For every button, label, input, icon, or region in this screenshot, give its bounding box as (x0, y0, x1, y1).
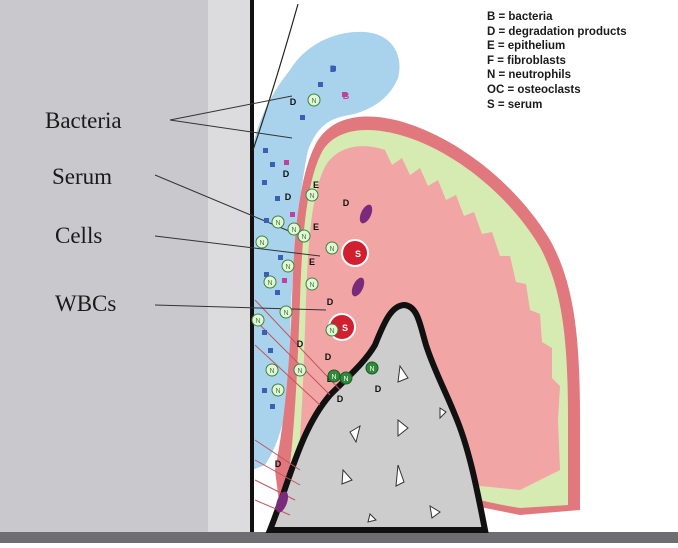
marker-e: E (309, 257, 315, 267)
svg-text:N: N (269, 368, 274, 375)
svg-text:N: N (309, 193, 314, 200)
label-cells: Cells (55, 223, 102, 249)
legend-item: B = bacteria (487, 10, 627, 25)
neutrophil: N (308, 94, 320, 106)
marker-b: B (343, 91, 350, 101)
neutrophil: N (272, 384, 284, 396)
bacteria-dot (270, 162, 275, 167)
neutrophil: N (272, 216, 284, 228)
svg-text:N: N (369, 366, 374, 373)
svg-text:N: N (267, 280, 272, 287)
legend-item: F = fibroblasts (487, 54, 627, 69)
neutrophil: N (266, 364, 278, 376)
marker-e: E (313, 222, 319, 232)
marker-d: D (275, 459, 282, 469)
bacteria-dot (262, 388, 267, 393)
marker-d: D (290, 97, 297, 107)
bacteria-dot (278, 255, 283, 260)
neutrophil: N (366, 362, 378, 374)
svg-text:N: N (297, 368, 302, 375)
svg-text:N: N (311, 98, 316, 105)
marker-d: D (327, 297, 334, 307)
svg-text:N: N (285, 264, 290, 271)
neutrophil: N (280, 306, 292, 318)
marker-d: D (297, 339, 304, 349)
legend-item: D = degradation products (487, 25, 627, 40)
tooth-panel (0, 0, 208, 543)
neutrophil: N (306, 278, 318, 290)
svg-text:N: N (283, 310, 288, 317)
neutrophil: N (256, 236, 268, 248)
bacteria-dot (275, 290, 280, 295)
neutrophil: N (252, 314, 264, 326)
neutrophil: N (306, 189, 318, 201)
legend-item: N = neutrophils (487, 68, 627, 83)
neutrophil: N (326, 324, 338, 336)
marker-b: B (330, 64, 337, 74)
bacteria-dot (262, 330, 267, 335)
neutrophil: N (294, 364, 306, 376)
marker-d: D (337, 394, 344, 404)
marker-d: D (343, 198, 350, 208)
neutrophil: N (326, 242, 338, 254)
bacteria-dot (262, 180, 267, 185)
svg-text:N: N (329, 328, 334, 335)
marker-d: D (283, 169, 290, 179)
svg-text:N: N (275, 220, 280, 227)
neutrophil: N (340, 372, 352, 384)
tooth-surface (208, 0, 252, 543)
bacteria-dot-pink (290, 212, 295, 217)
bottom-border (0, 532, 678, 543)
marker-d: D (325, 352, 332, 362)
marker-d: D (375, 384, 382, 394)
svg-text:N: N (275, 388, 280, 395)
svg-text:N: N (259, 240, 264, 247)
marker-s: S (355, 249, 361, 259)
legend-item: OC = osteoclasts (487, 83, 627, 98)
marker-e: E (313, 180, 319, 190)
bacteria-dot (264, 218, 269, 223)
neutrophil: N (328, 370, 340, 382)
svg-text:N: N (291, 227, 296, 234)
svg-text:N: N (309, 282, 314, 289)
neutrophil: N (298, 230, 310, 242)
svg-text:N: N (255, 318, 260, 325)
bacteria-dot-pink (284, 160, 289, 165)
legend-item: E = epithelium (487, 39, 627, 54)
label-serum: Serum (52, 164, 112, 190)
bacteria-dot (318, 82, 323, 87)
svg-text:N: N (301, 234, 306, 241)
bacteria-dot (268, 348, 273, 353)
bacteria-dot (263, 148, 268, 153)
svg-text:N: N (343, 376, 348, 383)
neutrophil: N (264, 276, 276, 288)
svg-text:N: N (329, 246, 334, 253)
bacteria-dot (300, 115, 305, 120)
bacteria-dot (270, 404, 275, 409)
label-bacteria: Bacteria (45, 108, 122, 134)
neutrophil: N (282, 260, 294, 272)
legend: B = bacteria D = degradation products E … (487, 10, 627, 112)
marker-s: S (342, 323, 348, 333)
bacteria-dot (275, 196, 280, 201)
legend-item: S = serum (487, 98, 627, 113)
marker-d: D (285, 192, 292, 202)
svg-text:N: N (331, 374, 336, 381)
bacteria-dot-pink (282, 278, 287, 283)
label-wbcs: WBCs (55, 291, 116, 317)
